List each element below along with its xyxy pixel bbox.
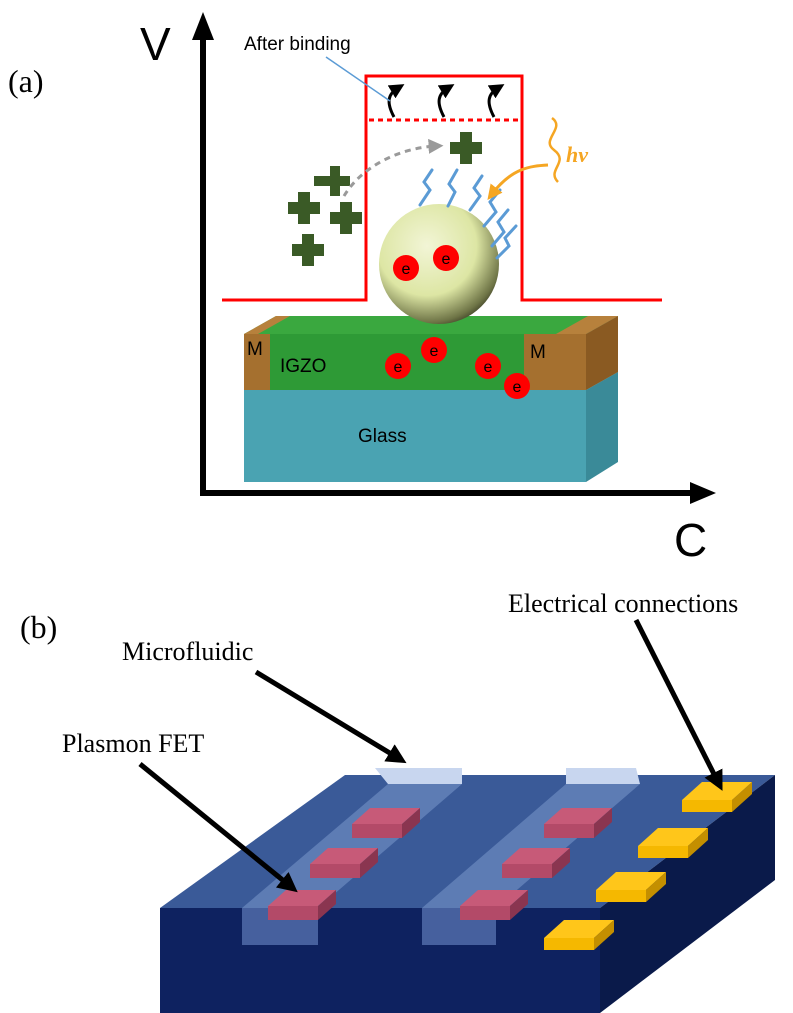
panel-a-label: (a) <box>8 63 44 99</box>
linker-icon <box>418 168 434 207</box>
channel-electrons: e e e e <box>385 337 530 399</box>
chip-side-face <box>600 775 775 1013</box>
microfluidic-label: Microfluidic <box>122 637 253 666</box>
electron-symbol: e <box>394 359 403 376</box>
electron-icon <box>385 353 411 379</box>
fet-block <box>310 848 378 878</box>
linker-icon <box>495 224 518 260</box>
x-axis-label: C <box>674 514 707 566</box>
linkers <box>418 168 518 260</box>
plasmon-fets <box>268 808 612 920</box>
binding-arrow <box>342 138 444 197</box>
pad-block <box>596 872 666 902</box>
plus-molecule-icon <box>288 192 320 224</box>
fet-block <box>352 808 420 838</box>
plus-molecule-icon <box>292 234 324 266</box>
electron-symbol: e <box>402 261 411 278</box>
axes: V C <box>140 12 716 566</box>
metal-right-electrode <box>524 334 586 390</box>
metal-left-electrode <box>244 334 270 390</box>
hv-label: hv <box>566 142 588 167</box>
electron-symbol: e <box>484 359 493 376</box>
electrical-connections-arrow <box>633 618 723 791</box>
igzo-top-face <box>244 316 618 334</box>
panel-a: (a) V C After binding <box>8 12 716 566</box>
electron-icon <box>393 255 419 281</box>
curved-arrow-icon <box>437 84 455 118</box>
fet-block <box>502 848 570 878</box>
electron-icon <box>421 337 447 363</box>
electron-icon <box>475 353 501 379</box>
after-binding-label: After binding <box>244 34 351 55</box>
microfluidic-arrow <box>254 669 407 764</box>
fet-block <box>268 890 336 920</box>
metal-right-top <box>556 316 618 334</box>
nanoparticle: e e <box>379 204 499 324</box>
pad-block <box>682 782 752 812</box>
fet-block <box>544 808 612 838</box>
electron-icon <box>504 373 530 399</box>
panel-b: (b) Microfluidic Plasmon FET Electrical … <box>20 589 775 1013</box>
y-axis-label: V <box>140 18 171 70</box>
x-axis-arrowhead <box>690 482 716 504</box>
plus-molecule-icon <box>330 202 362 234</box>
curved-arrow-icon <box>487 84 505 118</box>
after-binding-pointer <box>325 56 391 102</box>
linker-icon <box>446 168 459 208</box>
metal-right-label: M <box>530 342 546 363</box>
igzo-label: IGZO <box>280 356 326 377</box>
electrical-pads <box>544 782 752 950</box>
glass-label: Glass <box>358 426 407 447</box>
plus-molecule-icon <box>450 132 482 164</box>
metal-side-face <box>586 316 618 390</box>
glass-side-face <box>586 372 618 482</box>
light-arrow <box>487 163 549 200</box>
light-source: hv <box>487 116 588 200</box>
energy-barrier <box>222 74 662 302</box>
channel-right-inlet <box>566 768 640 784</box>
channel-left-inlet <box>375 768 462 784</box>
linker-icon <box>468 174 484 212</box>
metal-left-top <box>244 316 290 334</box>
glass-front-face <box>244 390 586 482</box>
target-molecules <box>288 132 482 266</box>
wavy-light-icon <box>548 116 561 183</box>
pad-block <box>544 920 614 950</box>
y-axis-arrowhead <box>192 12 214 40</box>
fet-block <box>460 890 528 920</box>
chip-front-face <box>160 908 600 1013</box>
electron-symbol: e <box>513 379 522 396</box>
electrical-connections-label: Electrical connections <box>508 589 738 618</box>
plus-molecule-icon <box>314 166 350 196</box>
linker-icon <box>490 208 510 248</box>
device-stack: M M IGZO Glass <box>244 316 618 482</box>
electron-symbol: e <box>430 343 439 360</box>
panel-b-label: (b) <box>20 609 57 645</box>
barrier-line <box>222 74 662 302</box>
electron-icon <box>433 245 459 271</box>
plasmon-fet-arrow <box>138 762 298 893</box>
electron-symbol: e <box>442 251 451 268</box>
curved-arrow-icon <box>387 84 405 118</box>
plasmon-fet-label: Plasmon FET <box>62 729 204 758</box>
metal-left-label: M <box>247 339 263 360</box>
pad-block <box>638 828 708 858</box>
